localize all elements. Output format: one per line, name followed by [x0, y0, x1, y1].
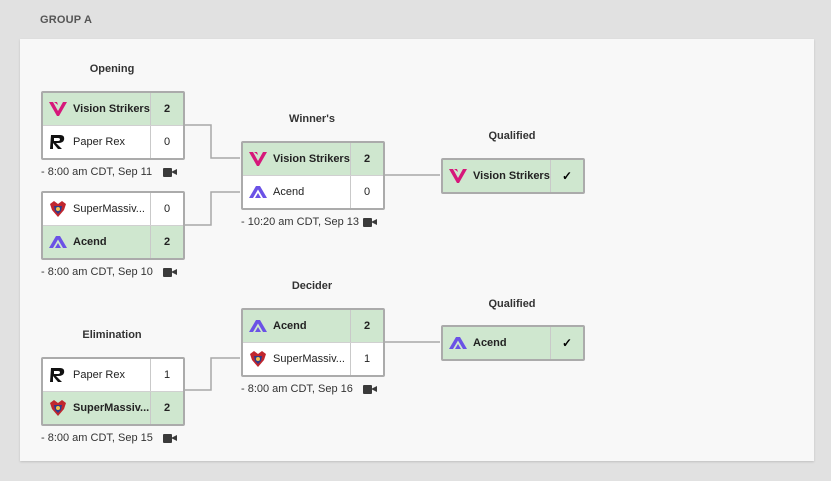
team-name: Paper Rex — [73, 136, 125, 148]
paper-rex-logo-icon — [49, 133, 67, 151]
match-meta: - 8:00 am CDT, Sep 10 — [41, 266, 183, 278]
video-camera-icon[interactable] — [163, 433, 177, 443]
supermassive-logo-icon — [49, 200, 67, 218]
round-label-elimination: Elimination — [82, 329, 142, 341]
group-title: GROUP A — [40, 14, 93, 26]
acend-logo-icon — [49, 233, 67, 251]
match-time: - 8:00 am CDT, Sep 16 — [241, 383, 353, 395]
match-time: - 8:00 am CDT, Sep 15 — [41, 432, 153, 444]
round-label-opening: Opening — [89, 63, 135, 75]
round-label-decider: Decider — [291, 280, 333, 292]
team-row[interactable]: SuperMassiv... 1 — [243, 343, 383, 375]
team-name: Acend — [273, 186, 305, 198]
video-camera-icon[interactable] — [163, 167, 177, 177]
match-time: - 8:00 am CDT, Sep 10 — [41, 266, 153, 278]
team-score: 2 — [350, 310, 383, 342]
paper-rex-logo-icon — [49, 366, 67, 384]
checkmark-icon: ✓ — [550, 160, 583, 192]
team-score: 2 — [150, 93, 183, 125]
acend-logo-icon — [249, 317, 267, 335]
team-score: 2 — [150, 392, 183, 424]
team-row[interactable]: SuperMassiv... 2 — [43, 392, 183, 424]
team-row[interactable]: Vision Strikers 2 — [243, 143, 383, 176]
vision-strikers-logo-icon — [249, 150, 267, 168]
match-opening-1[interactable]: Vision Strikers 2 Paper Rex 0 — [41, 91, 185, 160]
team-score: 0 — [150, 126, 183, 158]
match-meta: - 8:00 am CDT, Sep 16 — [241, 383, 383, 395]
match-meta: - 10:20 am CDT, Sep 13 — [241, 216, 383, 228]
team-row[interactable]: Acend 2 — [243, 310, 383, 343]
team-name: Vision Strikers — [473, 170, 550, 182]
team-name: Acend — [473, 337, 507, 349]
match-decider[interactable]: Acend 2 SuperMassiv... 1 — [241, 308, 385, 377]
match-winners[interactable]: Vision Strikers 2 Acend 0 — [241, 141, 385, 210]
match-opening-2[interactable]: SuperMassiv... 0 Acend 2 — [41, 191, 185, 260]
team-score: 0 — [350, 176, 383, 208]
match-meta: - 8:00 am CDT, Sep 15 — [41, 432, 183, 444]
team-name: Vision Strikers — [273, 153, 350, 165]
team-row[interactable]: Paper Rex 1 — [43, 359, 183, 392]
team-score: 1 — [150, 359, 183, 391]
team-row[interactable]: Vision Strikers 2 — [43, 93, 183, 126]
team-name: Acend — [273, 320, 307, 332]
acend-logo-icon — [449, 334, 467, 352]
team-row[interactable]: Paper Rex 0 — [43, 126, 183, 158]
match-time: - 10:20 am CDT, Sep 13 — [241, 216, 360, 228]
match-meta: - 8:00 am CDT, Sep 11 — [41, 166, 183, 178]
supermassive-logo-icon — [49, 399, 67, 417]
video-camera-icon[interactable] — [163, 267, 177, 277]
team-name: SuperMassiv... — [73, 402, 150, 414]
team-name: Paper Rex — [73, 369, 125, 381]
acend-logo-icon — [249, 183, 267, 201]
round-label-qualified-bottom: Qualified — [488, 298, 536, 310]
team-row[interactable]: Acend 2 — [43, 226, 183, 258]
qualified-team-top[interactable]: Vision Strikers ✓ — [441, 158, 585, 194]
team-score: 1 — [350, 343, 383, 375]
video-camera-icon[interactable] — [363, 384, 377, 394]
match-elimination[interactable]: Paper Rex 1 SuperMassiv... 2 — [41, 357, 185, 426]
team-score: 0 — [150, 193, 183, 225]
match-time: - 8:00 am CDT, Sep 11 — [41, 166, 153, 178]
checkmark-icon: ✓ — [550, 327, 583, 359]
team-row[interactable]: SuperMassiv... 0 — [43, 193, 183, 226]
team-score: 2 — [150, 226, 183, 258]
team-name: SuperMassiv... — [273, 353, 345, 365]
team-row[interactable]: Acend 0 — [243, 176, 383, 208]
round-label-qualified-top: Qualified — [488, 130, 536, 142]
supermassive-logo-icon — [249, 350, 267, 368]
video-camera-icon[interactable] — [363, 217, 377, 227]
team-score: 2 — [350, 143, 383, 175]
team-name: Vision Strikers — [73, 103, 150, 115]
vision-strikers-logo-icon — [49, 100, 67, 118]
team-name: SuperMassiv... — [73, 203, 145, 215]
vision-strikers-logo-icon — [449, 167, 467, 185]
team-name: Acend — [73, 236, 107, 248]
qualified-team-bottom[interactable]: Acend ✓ — [441, 325, 585, 361]
round-label-winners: Winner's — [289, 113, 335, 125]
